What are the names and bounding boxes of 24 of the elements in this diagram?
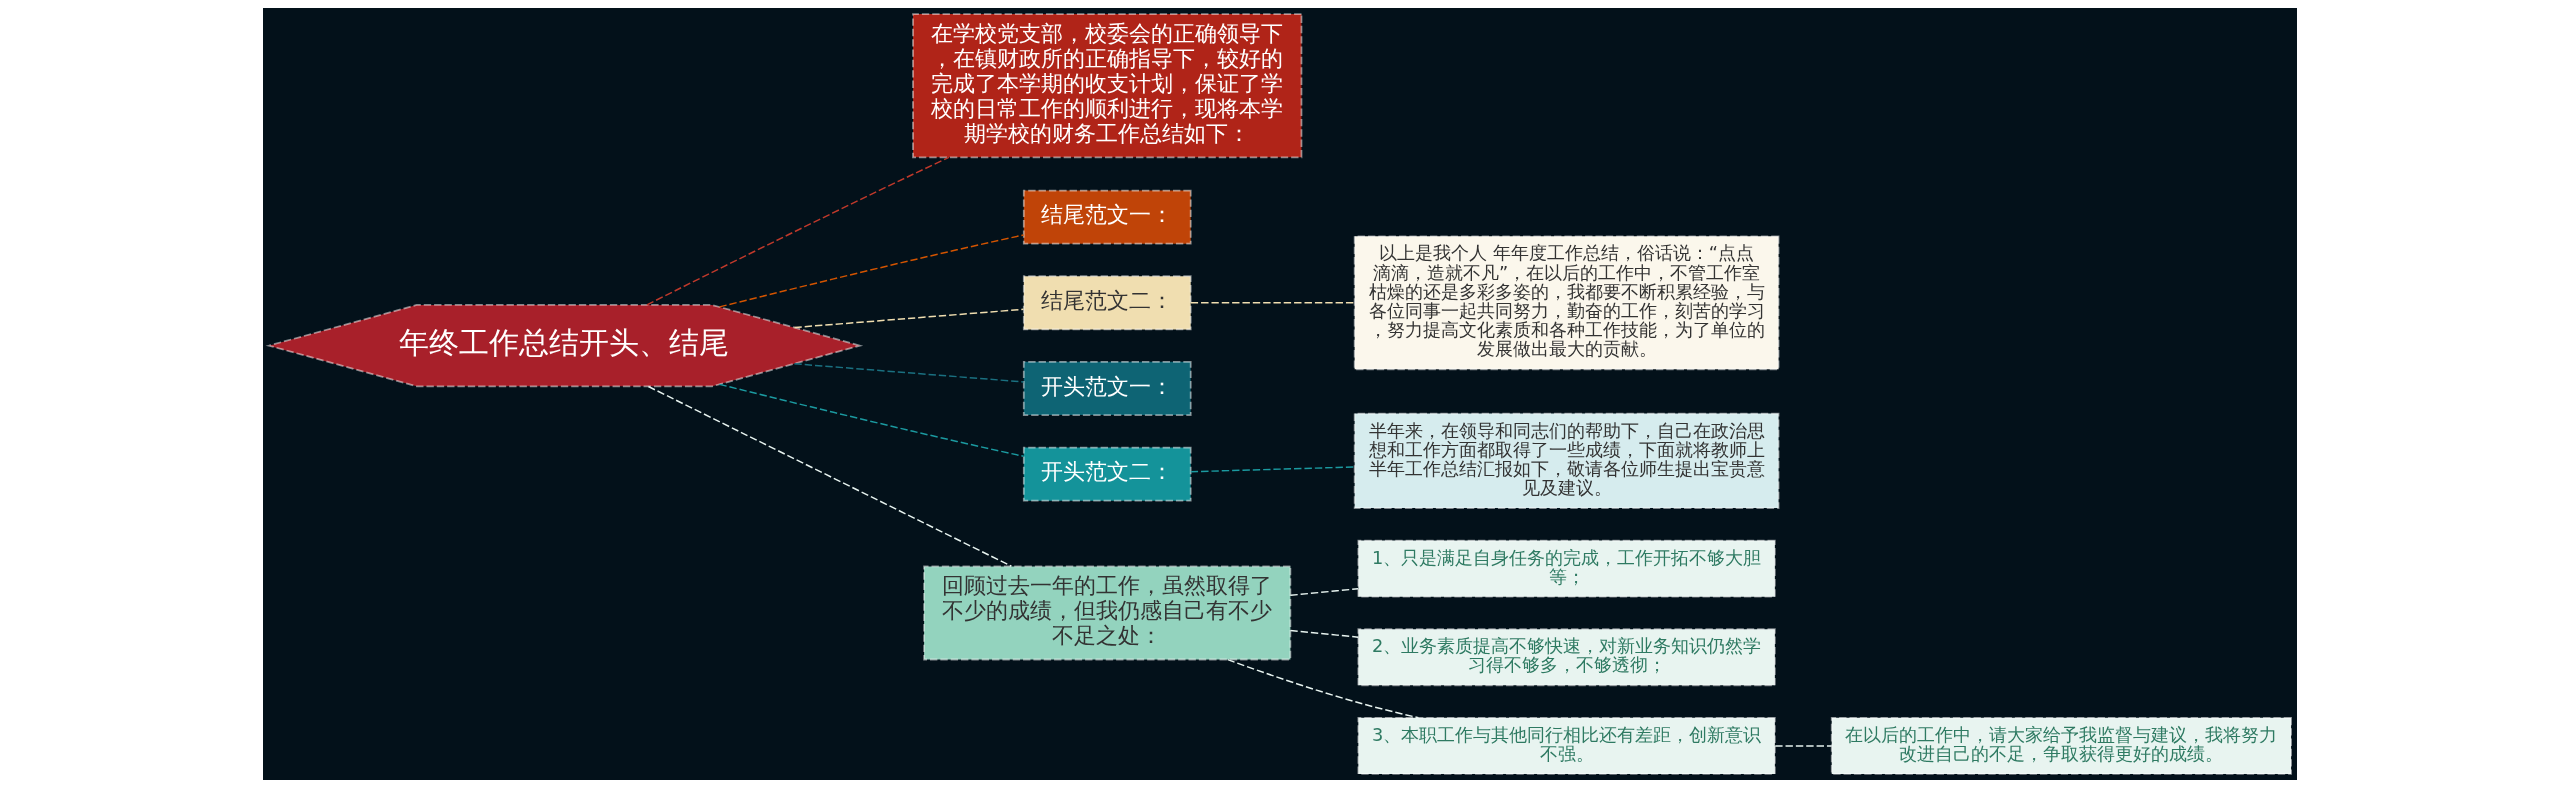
node-box: 在学校党支部，校委会的正确领导下，在镇财政所的正确指导下，较好的完成了本学期的收支计划，保证了学校的日常工作的顺利进行，现将本学期学校的财务工作总结如下：: [912, 13, 1303, 159]
connector: [793, 363, 1025, 383]
node-box: 开头范文一：: [1022, 361, 1192, 416]
node-box: 2、业务素质提高不够快速，对新业务知识仍然学习得不够多，不够透彻；: [1357, 628, 1776, 687]
node-box: 开头范文二：: [1022, 446, 1192, 502]
node-box: 半年来，在领导和同志们的帮助下，自己在政治思想和工作方面都取得了一些成绩，下面就将教师上半年工作总结汇报如下，敬请各位师生提出宝贵意见及建议。: [1353, 412, 1780, 509]
connector: [1190, 466, 1356, 473]
connector: [1289, 629, 1359, 638]
connector: [1190, 302, 1356, 304]
connector: [1289, 588, 1359, 597]
connector: [647, 385, 1013, 567]
connector: [793, 308, 1025, 329]
node-box: 1、只是满足自身任务的完成，工作开拓不够大胆等；: [1357, 539, 1776, 598]
node-box: 3、本职工作与其他同行相比还有差距，创新意识不强。: [1357, 716, 1776, 775]
connector: [646, 156, 950, 306]
connector: [1774, 745, 1833, 747]
connector: [718, 383, 1025, 458]
connector: [718, 234, 1025, 308]
node-box: 回顾过去一年的工作，虽然取得了不少的成绩，但我仍感自己有不少不足之处：: [923, 565, 1292, 661]
node-box: 以上是我个人 年年度工作总结，俗话说：“点点滴滴，造就不凡”，在以后的工作中，不管工作室枯燥的还是多彩多姿的，我都要不断积累经验，与各位同事一起共同努力，勤奋的工作，刻苦的学习，努力提高文化素质和各种工作技能，为了单位的发展做出最大的贡献。: [1353, 235, 1780, 371]
node-box: 在以后的工作中，请大家给予我监督与建议，我将努力改进自己的不足，争取获得更好的成绩。: [1830, 716, 2292, 775]
node-box: 结尾范文二：: [1022, 275, 1192, 331]
node-box: 结尾范文一：: [1022, 189, 1192, 245]
connector: [1227, 658, 1420, 719]
